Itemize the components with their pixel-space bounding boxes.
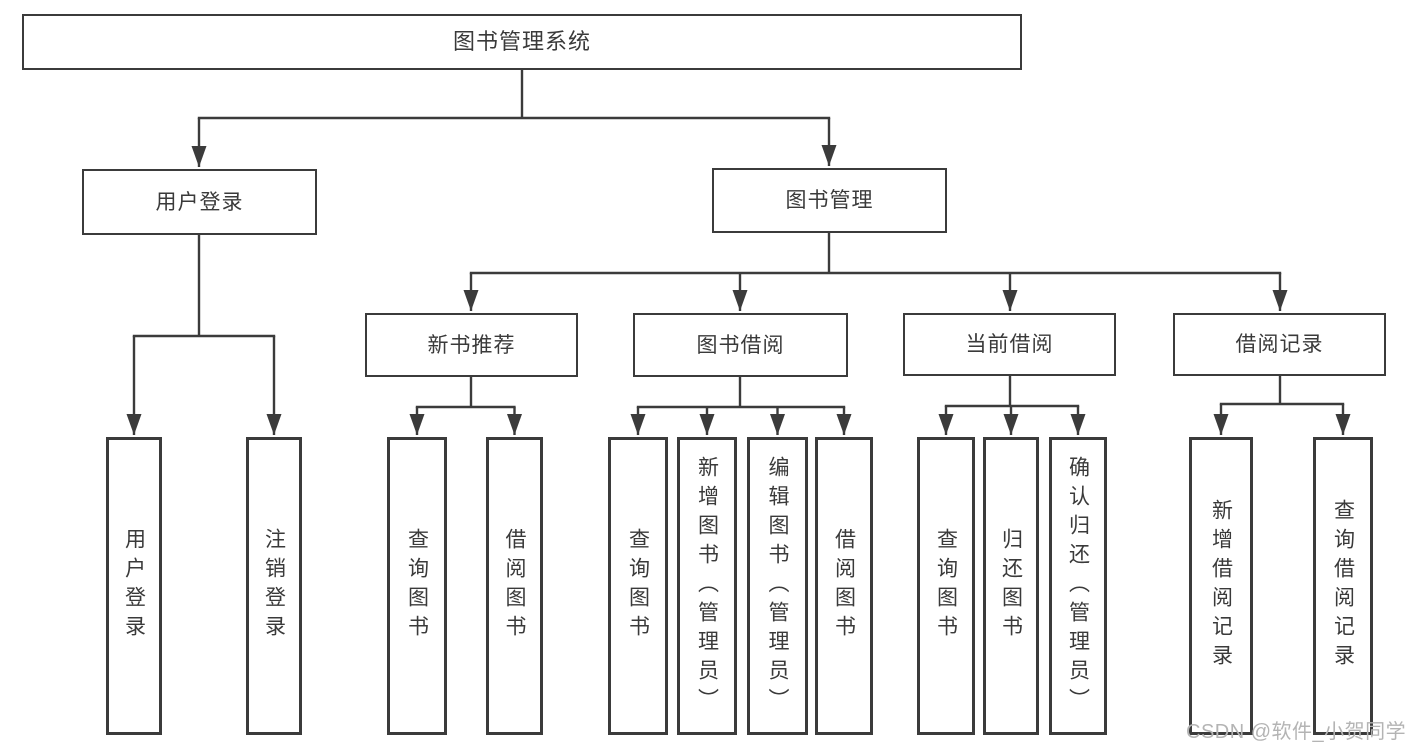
leaf-br-query-record: 查询借阅记录 xyxy=(1313,437,1373,735)
leaf-label: 借阅图书 xyxy=(503,528,526,644)
leaf-label: 新增图书（管理员） xyxy=(695,455,719,717)
node-book-borrow: 图书借阅 xyxy=(633,313,848,377)
leaf-label: 用户登录 xyxy=(122,528,146,644)
leaf-nb-borrow-books: 借阅图书 xyxy=(486,437,543,735)
leaf-nb-query-books: 查询图书 xyxy=(387,437,447,735)
csdn-watermark: CSDN @软件_小贺同学 xyxy=(1186,721,1405,743)
node-current-borrow: 当前借阅 xyxy=(903,313,1116,376)
leaf-label: 注销登录 xyxy=(262,528,286,644)
node-borrow-record: 借阅记录 xyxy=(1173,313,1386,376)
node-book-management: 图书管理 xyxy=(712,168,947,233)
leaf-label: 借阅图书 xyxy=(832,528,856,644)
leaf-logout-login: 注销登录 xyxy=(246,437,302,735)
leaf-bb-query-books: 查询图书 xyxy=(608,437,668,735)
leaf-label: 确认归还（管理员） xyxy=(1066,455,1090,717)
leaf-cb-query-books: 查询图书 xyxy=(917,437,975,735)
leaf-label: 查询借阅记录 xyxy=(1331,499,1355,673)
leaf-cb-confirm-return-admin: 确认归还（管理员） xyxy=(1049,437,1107,735)
leaf-br-add-record: 新增借阅记录 xyxy=(1189,437,1253,735)
node-root-system: 图书管理系统 xyxy=(22,14,1022,70)
node-user-login: 用户登录 xyxy=(82,169,317,235)
leaf-label: 编辑图书（管理员） xyxy=(766,455,789,717)
leaf-label: 新增借阅记录 xyxy=(1209,499,1233,673)
leaf-bb-add-books-admin: 新增图书（管理员） xyxy=(677,437,737,735)
leaf-label: 归还图书 xyxy=(999,528,1023,644)
leaf-cb-return-books: 归还图书 xyxy=(983,437,1039,735)
leaf-label: 查询图书 xyxy=(934,528,958,644)
leaf-bb-edit-books-admin: 编辑图书（管理员） xyxy=(747,437,808,735)
node-new-book-recommend: 新书推荐 xyxy=(365,313,578,377)
leaf-bb-borrow-books: 借阅图书 xyxy=(815,437,873,735)
leaf-label: 查询图书 xyxy=(405,528,429,644)
leaf-user-login: 用户登录 xyxy=(106,437,162,735)
leaf-label: 查询图书 xyxy=(626,528,650,644)
